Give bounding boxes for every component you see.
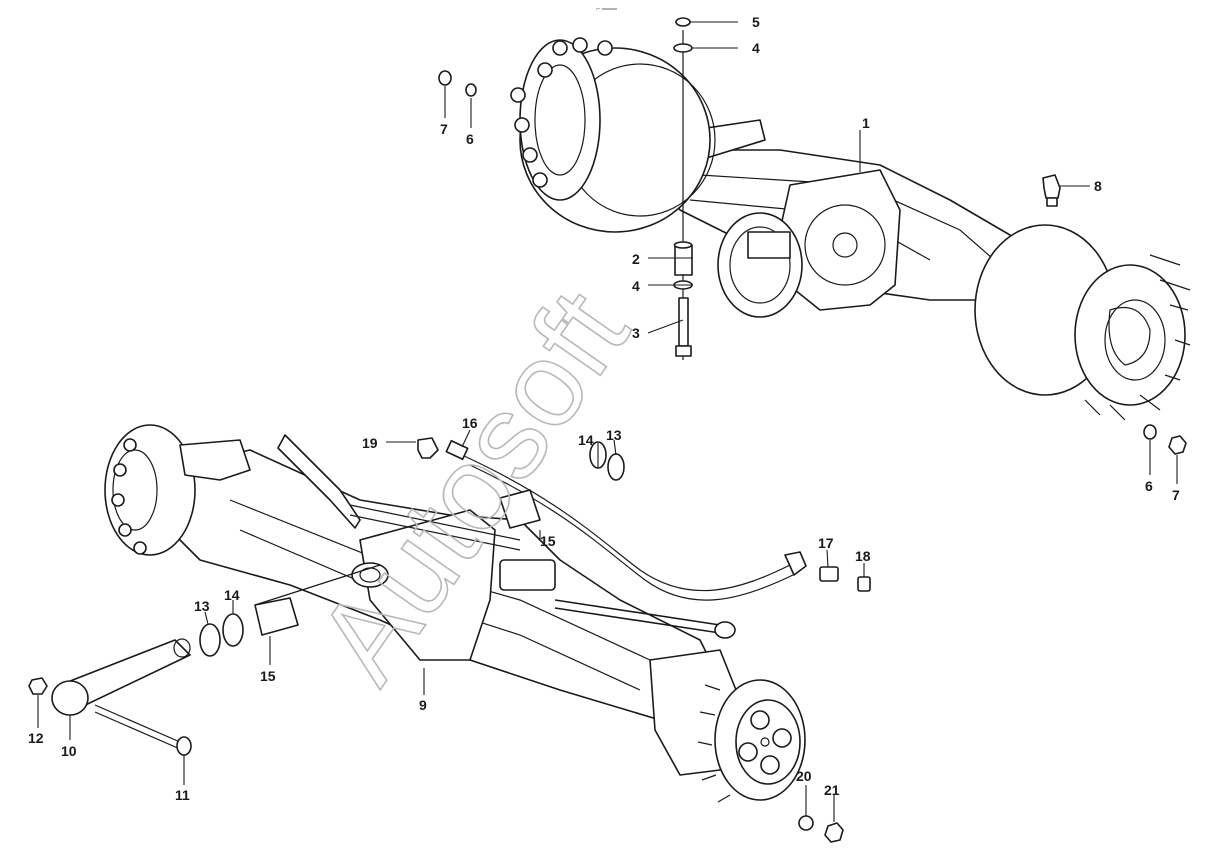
callout-21: 21: [824, 782, 840, 798]
callout-2: 2: [632, 251, 640, 267]
callout-18: 18: [855, 548, 871, 564]
part-7-nut-left: [438, 70, 452, 86]
top-mark: ⌐ ═══: [596, 6, 617, 13]
hub-nut-set-left: [438, 70, 477, 97]
part-2-bushing: [674, 244, 693, 276]
callout-13-left: 13: [194, 598, 210, 614]
callout-20: 20: [796, 768, 812, 784]
part-21-nut: [824, 822, 844, 843]
callout-5: 5: [752, 14, 760, 30]
part-19-elbow-fitting: [417, 437, 439, 459]
callout-13-top: 13: [606, 427, 622, 443]
part-13-shim-top: [607, 453, 625, 481]
callout-labels: 1 2 3 4 4 5 6 6 7 7 8 9 10 11 12 13 13 1…: [28, 14, 1180, 803]
part-4-washer-top: [673, 43, 693, 53]
part-3-bolt: [678, 297, 689, 347]
hose-adapters: [819, 566, 871, 592]
pivot-pin-assembly: [28, 638, 192, 756]
part-6-washer-right: [1143, 424, 1157, 440]
callout-14-top: 14: [578, 432, 594, 448]
callout-16: 16: [462, 415, 478, 431]
callout-19: 19: [362, 435, 378, 451]
part-8-breather: [1042, 174, 1061, 207]
part-15-bushing-top: [499, 489, 541, 529]
part-5-nut: [675, 17, 691, 27]
part-12-nut: [28, 677, 48, 695]
pivot-bolt-stack: [673, 17, 693, 360]
part-11-bolt-head: [176, 736, 192, 756]
part-14-shim-left: [222, 613, 244, 647]
part-18-plug: [857, 576, 871, 592]
part-20-washer: [798, 815, 814, 831]
callout-11: 11: [175, 787, 190, 803]
callout-7-right: 7: [1172, 487, 1180, 503]
callout-17: 17: [818, 535, 834, 551]
callout-3: 3: [632, 325, 640, 341]
callout-7-left: 7: [440, 121, 448, 137]
callout-1: 1: [862, 115, 870, 131]
callout-10: 10: [61, 743, 77, 759]
callout-4-bottom: 4: [632, 278, 640, 294]
hub-nut-set-right: [1143, 424, 1187, 455]
part-6-washer-left: [465, 83, 477, 97]
part-13-shim-left: [199, 623, 221, 657]
leader-lines: [37, 21, 1178, 822]
front-axle-assembly: [104, 424, 806, 803]
callout-14-left: 14: [224, 587, 240, 603]
part-17-adapter: [819, 566, 839, 582]
callout-9: 9: [419, 697, 427, 713]
callout-4-top: 4: [752, 40, 760, 56]
callout-6-right: 6: [1145, 478, 1153, 494]
hub-nut-set-front: [798, 815, 844, 843]
callout-15-top: 15: [540, 533, 556, 549]
callout-8: 8: [1094, 178, 1102, 194]
part-16-hydraulic-hose: [445, 439, 807, 601]
rear-axle-assembly: [510, 37, 1191, 421]
callout-6-left: 6: [466, 131, 474, 147]
callout-12: 12: [28, 730, 44, 746]
part-7-nut-right: [1168, 435, 1187, 455]
callout-15-left: 15: [260, 668, 276, 684]
part-15-bushing-left: [254, 597, 299, 636]
